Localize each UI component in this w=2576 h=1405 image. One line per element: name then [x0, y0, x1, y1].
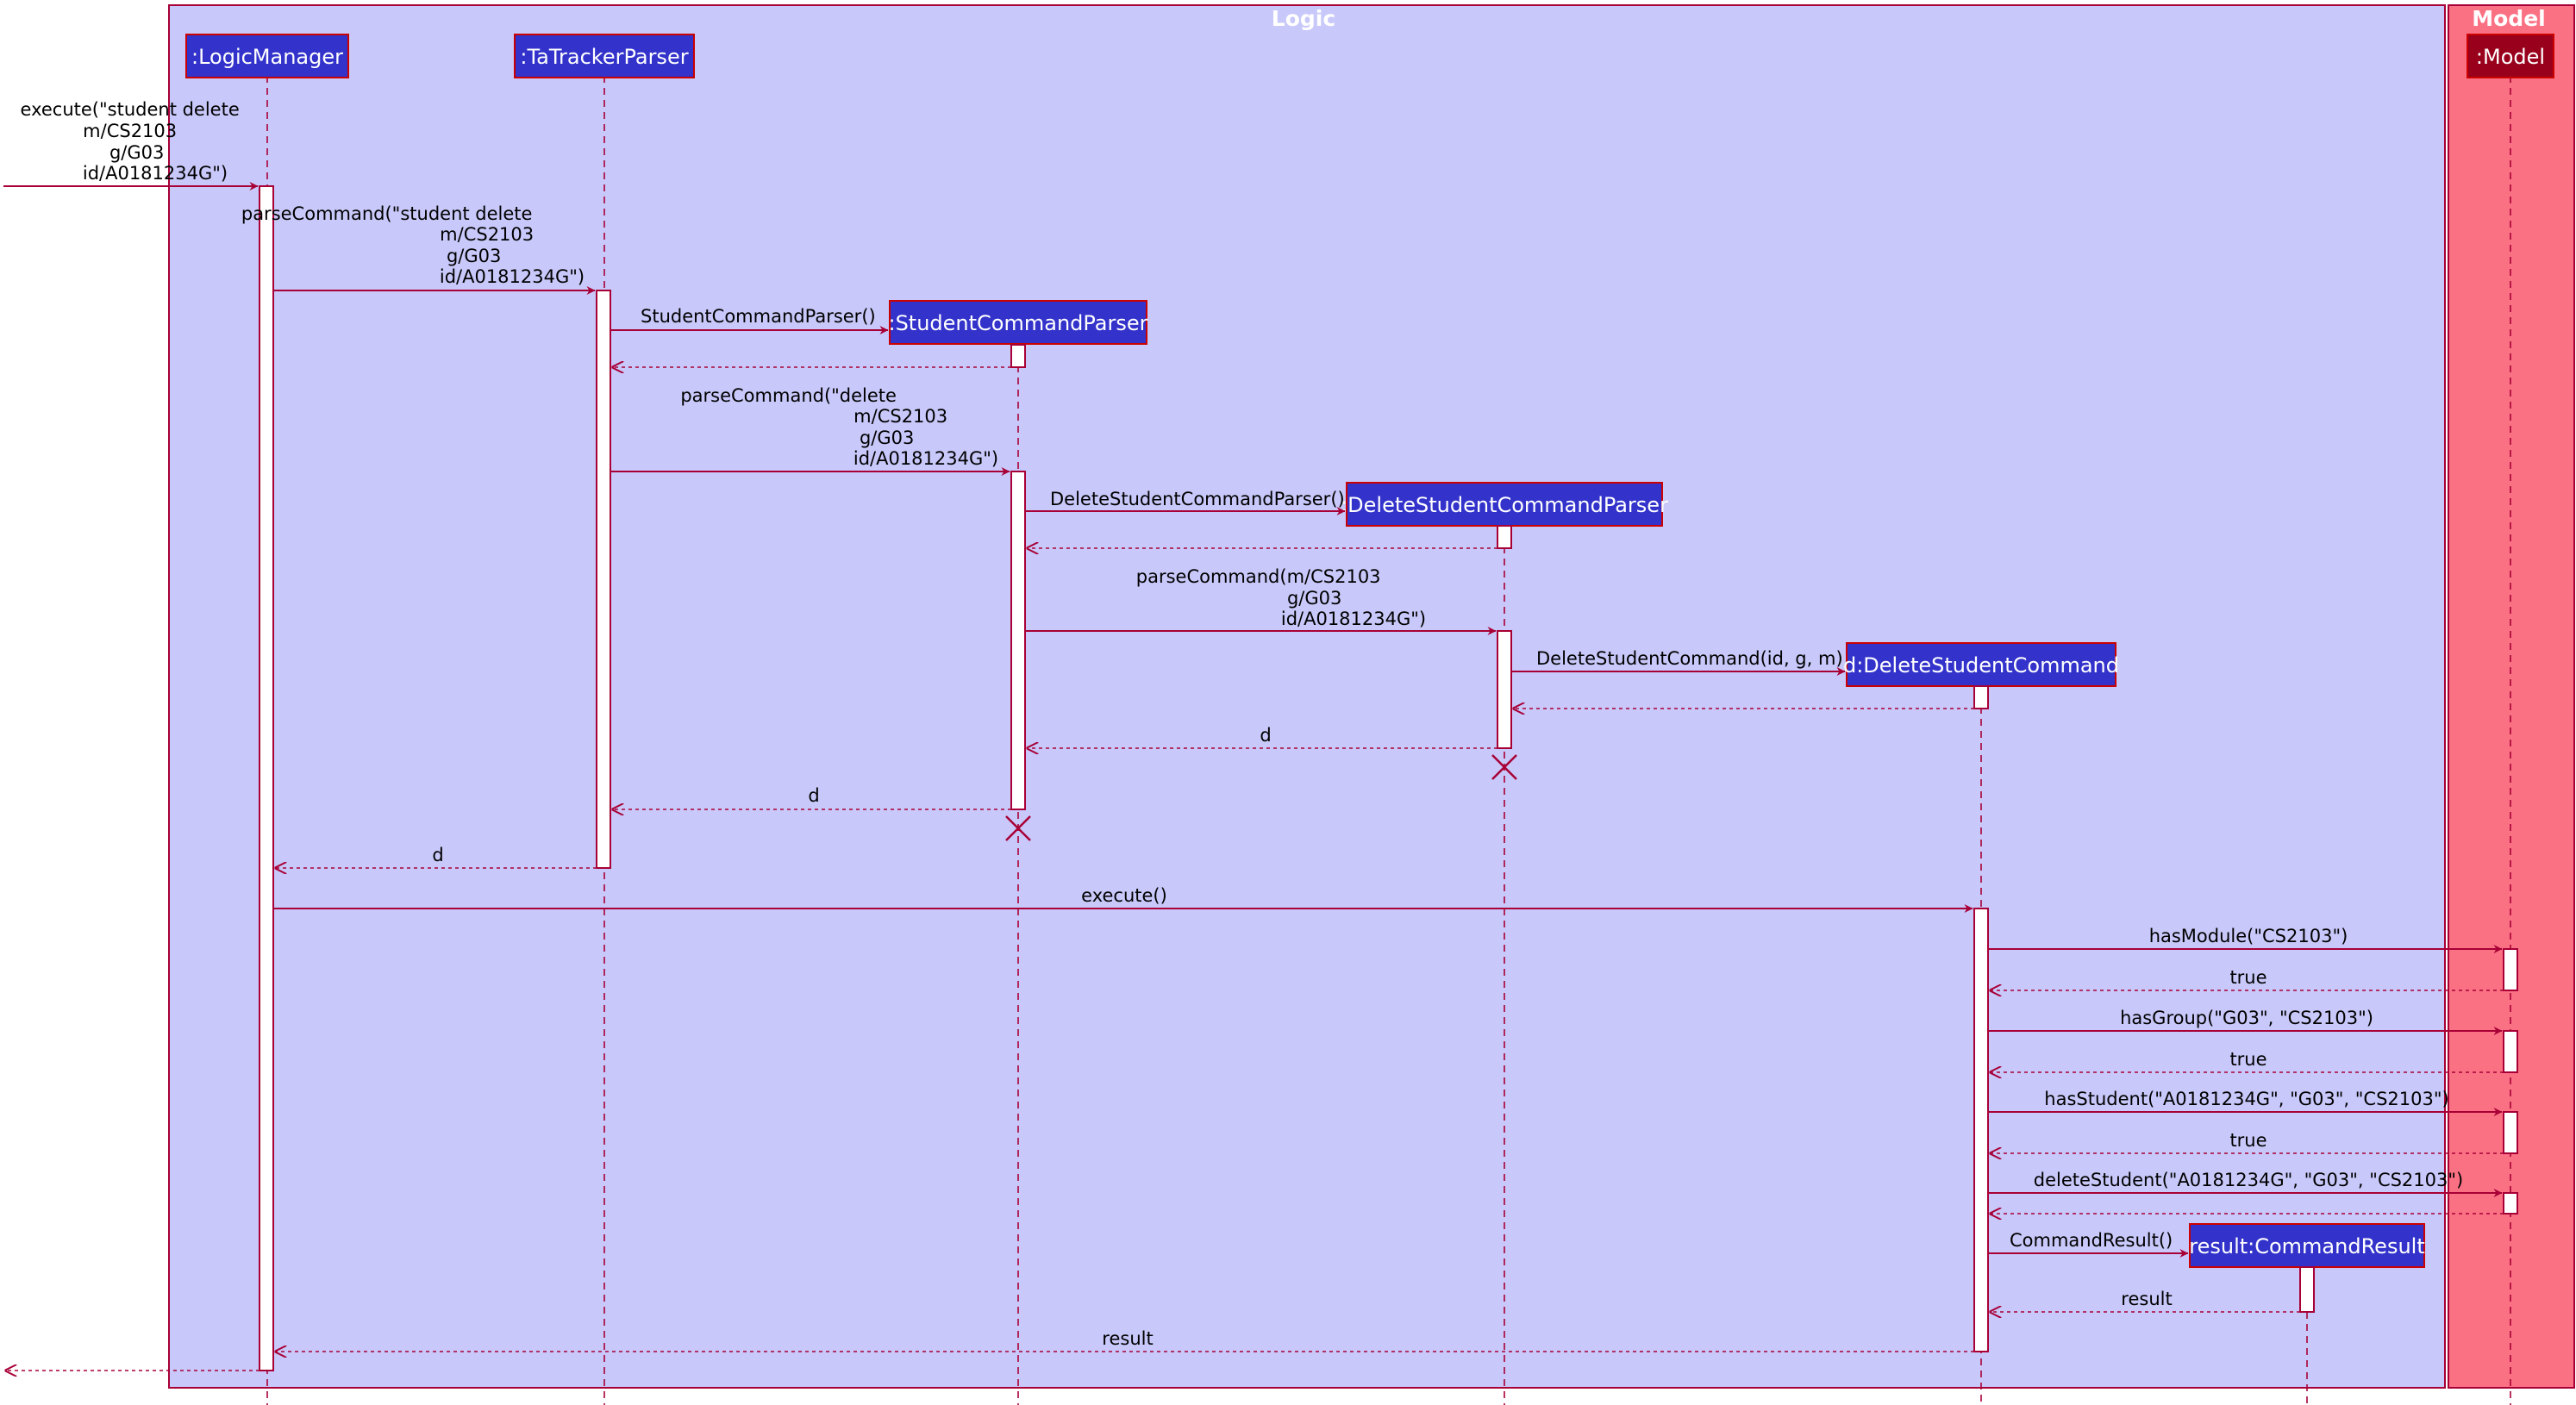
logic-box	[168, 4, 2446, 1389]
return-true-2-label: true	[2229, 1049, 2267, 1070]
return-true-1-label: true	[2229, 967, 2267, 988]
participant-logic-manager-label: :LogicManager	[191, 45, 343, 69]
participant-command-result: result:CommandResult	[2189, 1223, 2425, 1268]
return-result-1-label: result	[2121, 1289, 2172, 1309]
message-parse-command-2-label: parseCommand("delete m/CS2103 g/G03 id/A…	[680, 385, 998, 469]
activation-model-has-module	[2503, 948, 2518, 991]
return-d-1-label: d	[1260, 725, 1271, 746]
activation-model-has-group	[2503, 1030, 2518, 1073]
return-result-2-label: result	[1102, 1328, 1153, 1349]
message-delete-student-label: deleteStudent("A0181234G", "G03", "CS210…	[2034, 1170, 2463, 1190]
activation-delete-student-command-execute	[1973, 908, 1989, 1352]
participant-model: :Model	[2467, 34, 2554, 78]
participant-logic-manager: :LogicManager	[185, 34, 349, 78]
participant-ta-tracker-parser: :TaTrackerParser	[514, 34, 695, 78]
participant-delete-student-command-parser: :DeleteStudentCommandParser	[1341, 482, 1668, 527]
participant-delete-student-command-label: d:DeleteStudentCommand	[1843, 653, 2119, 678]
model-box	[2448, 4, 2575, 1389]
destroy-student-command-parser	[1005, 815, 1031, 841]
message-delete-student-command-ctor-label: DeleteStudentCommand(id, g, m)	[1536, 648, 1843, 669]
return-d-2-label: d	[808, 785, 819, 806]
return-d-3-label: d	[432, 845, 443, 865]
message-execute-label: execute("student delete m/CS2103 g/G03 i…	[21, 99, 246, 184]
participant-delete-student-command-parser-label: :DeleteStudentCommandParser	[1341, 493, 1668, 517]
participant-model-label: :Model	[2476, 45, 2545, 69]
message-delete-student-command-parser-ctor-label: DeleteStudentCommandParser()	[1050, 489, 1345, 509]
participant-student-command-parser: :StudentCommandParser	[888, 300, 1148, 345]
participant-delete-student-command: d:DeleteStudentCommand	[1843, 642, 2119, 687]
participant-command-result-label: result:CommandResult	[2189, 1234, 2425, 1258]
activation-model-has-student	[2503, 1111, 2518, 1154]
activation-ta-tracker-parser	[596, 290, 611, 869]
message-student-command-parser-ctor-label: StudentCommandParser()	[641, 306, 876, 327]
participant-student-command-parser-label: :StudentCommandParser	[888, 311, 1147, 335]
activation-delete-student-command-parser-parse	[1497, 630, 1512, 749]
message-command-result-ctor-label: CommandResult()	[2010, 1230, 2173, 1251]
activation-delete-student-command-ctor	[1973, 685, 1989, 709]
message-parse-command-3-label: parseCommand(m/CS2103 g/G03 id/A0181234G…	[1136, 566, 1426, 629]
destroy-delete-student-command-parser	[1491, 754, 1517, 780]
activation-student-command-parser-ctor	[1010, 344, 1026, 368]
activation-logic-manager	[259, 185, 274, 1371]
activation-command-result	[2299, 1266, 2315, 1313]
message-execute-d-label: execute()	[1081, 885, 1167, 906]
activation-model-delete-student	[2503, 1192, 2518, 1215]
model-box-title: Model	[2472, 6, 2545, 31]
return-true-3-label: true	[2229, 1130, 2267, 1151]
activation-delete-student-command-parser-ctor	[1497, 525, 1512, 549]
message-has-module-label: hasModule("CS2103")	[2149, 926, 2348, 946]
participant-ta-tracker-parser-label: :TaTrackerParser	[520, 45, 688, 69]
activation-student-command-parser-parse	[1010, 471, 1026, 810]
message-has-student-label: hasStudent("A0181234G", "G03", "CS2103")	[2044, 1089, 2448, 1109]
message-parse-command-1-label: parseCommand("student delete m/CS2103 g/…	[241, 203, 585, 287]
logic-box-title: Logic	[1272, 6, 1335, 31]
message-has-group-label: hasGroup("G03", "CS2103")	[2120, 1008, 2373, 1028]
